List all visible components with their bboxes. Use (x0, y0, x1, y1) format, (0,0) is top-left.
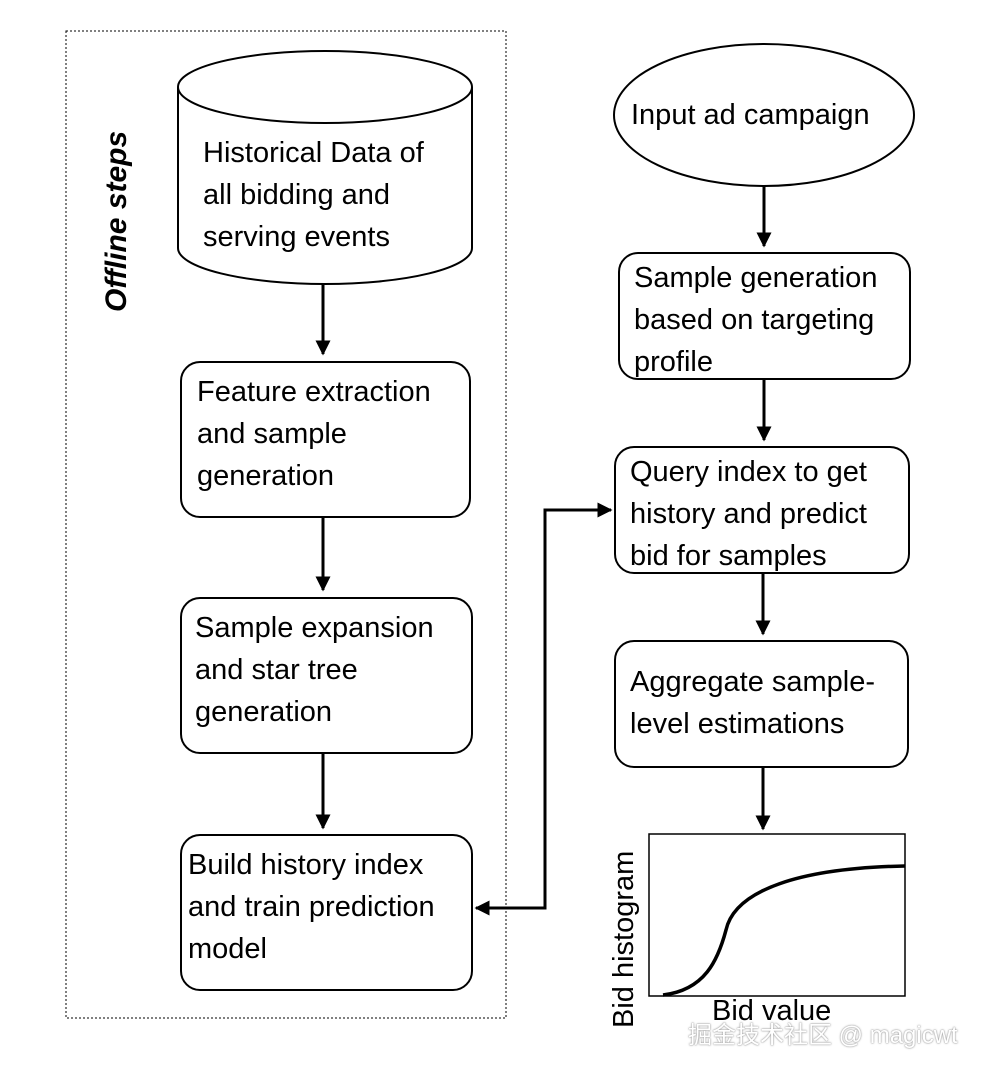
aggregate-label: Aggregate sample- level estimations (630, 666, 876, 740)
plot-curve (662, 864, 906, 997)
feature-extraction-box: Feature extraction and sample generation (180, 361, 471, 518)
build-history-box: Build history index and train prediction… (180, 834, 473, 991)
database-cylinder (177, 50, 473, 285)
plot-frame (648, 833, 906, 997)
watermark: 掘金技术社区 @ magicwt (688, 1022, 958, 1049)
aggregate-box: Aggregate sample- level estimations (614, 640, 909, 768)
build-history-label: Build history index and train prediction… (188, 849, 435, 965)
sample-generation-label: Sample generation based on targeting pro… (634, 262, 878, 378)
plot-xlabel: Bid value (712, 995, 832, 1027)
feature-extraction-label: Feature extraction and sample generation (197, 376, 431, 492)
plot-ylabel: Bid histogram (608, 850, 640, 1028)
sample-expansion-label: Sample expansion and star tree generatio… (195, 612, 434, 728)
query-index-label: Query index to get history and predict b… (630, 456, 867, 572)
offline-steps-label: Offline steps (100, 130, 133, 312)
connector-build-query (474, 502, 613, 916)
sample-generation-box: Sample generation based on targeting pro… (618, 252, 911, 380)
sample-expansion-box: Sample expansion and star tree generatio… (180, 597, 473, 754)
input-label: Input ad campaign (631, 99, 870, 131)
database-label: Historical Data of all bidding and servi… (203, 137, 424, 253)
query-index-box: Query index to get history and predict b… (614, 446, 910, 574)
